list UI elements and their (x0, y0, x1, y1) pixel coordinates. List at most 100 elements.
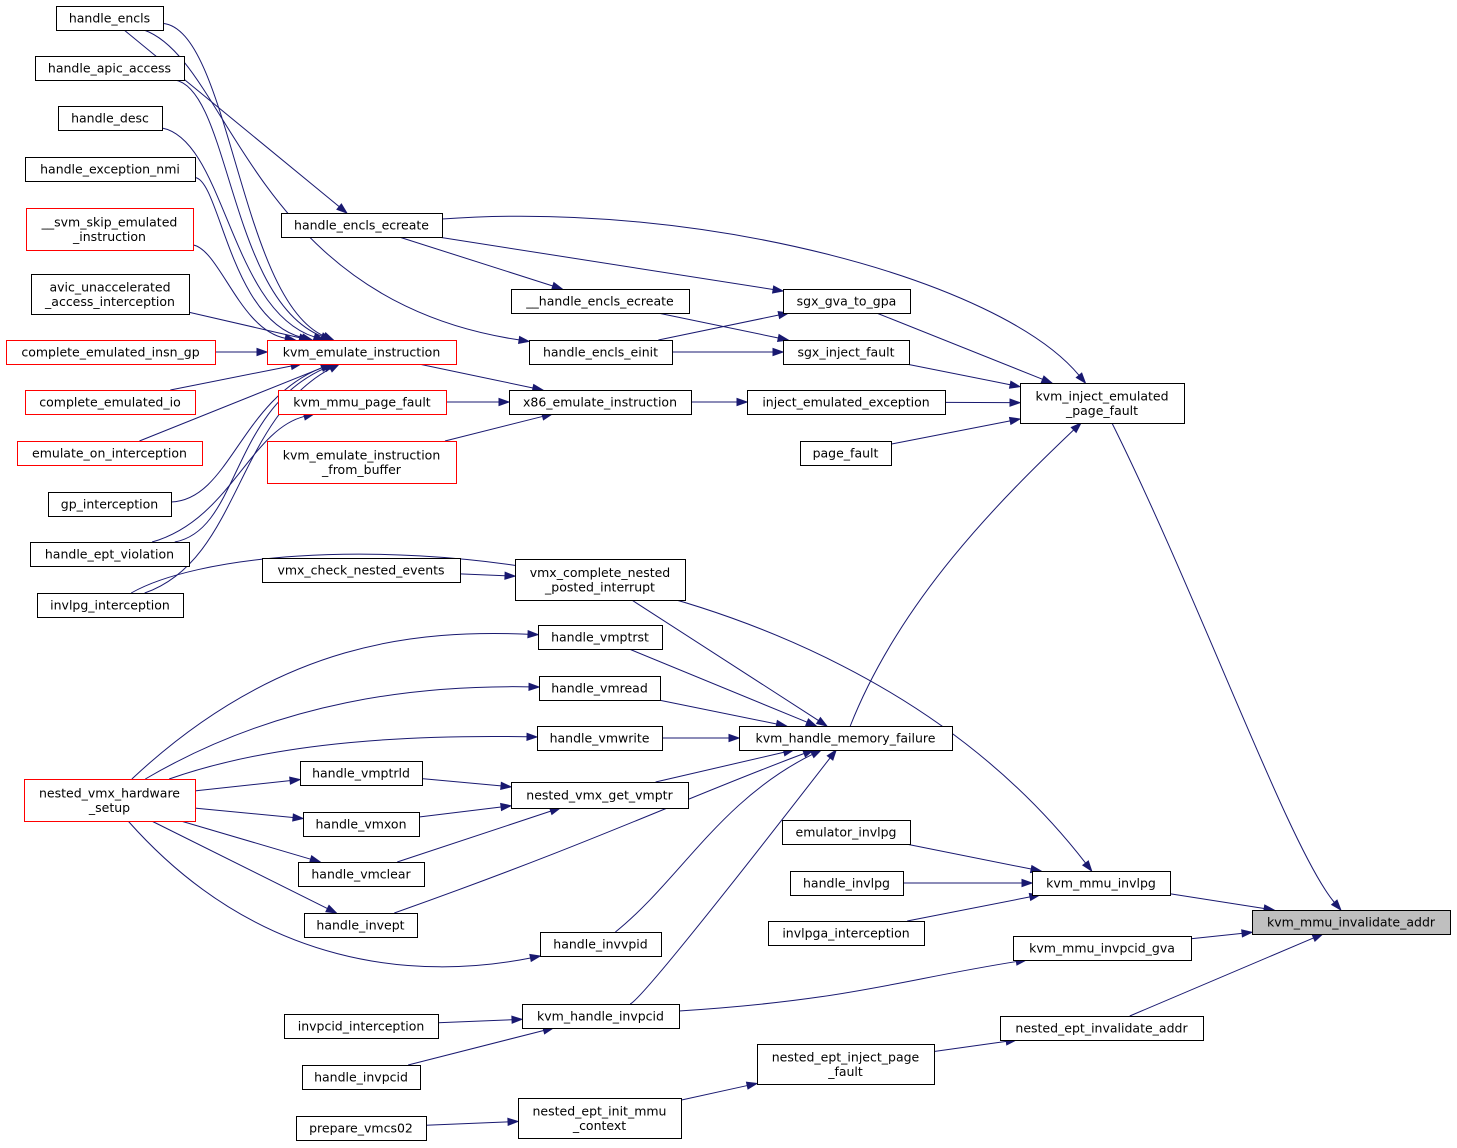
node-nested-vmx-hardware-setup[interactable]: nested_vmx_hardware_setup (24, 779, 196, 822)
node-handle-invlpg[interactable]: handle_invlpg (790, 871, 904, 896)
node-gp-interception[interactable]: gp_interception (48, 492, 172, 517)
node-box[interactable] (540, 932, 662, 957)
node-box[interactable] (6, 340, 216, 365)
node-kvm-mmu-invalidate-addr[interactable]: kvm_mmu_invalidate_addr (1252, 910, 1451, 935)
node-box[interactable] (538, 625, 663, 650)
node-box[interactable] (529, 340, 673, 365)
node-sgx-inject-fault[interactable]: sgx_inject_fault (783, 340, 910, 365)
node-handle-exception-nmi[interactable]: handle_exception_nmi (25, 157, 196, 182)
node-box[interactable] (24, 779, 196, 822)
node-box[interactable] (768, 921, 925, 946)
node-emulator-invlpg[interactable]: emulator_invlpg (782, 820, 911, 845)
node-nested-ept-invalidate-addr[interactable]: nested_ept_invalidate_addr (1000, 1016, 1204, 1041)
node-invlpga-interception[interactable]: invlpga_interception (768, 921, 925, 946)
node-handle-vmwrite[interactable]: handle_vmwrite (537, 726, 663, 751)
node-box[interactable] (782, 820, 911, 845)
node-box[interactable] (56, 6, 164, 31)
node-box[interactable] (37, 593, 184, 618)
node-box[interactable] (1020, 383, 1185, 424)
node-box[interactable] (1000, 1016, 1204, 1041)
node-kvm-mmu-page-fault[interactable]: kvm_mmu_page_fault (278, 390, 447, 415)
node-kvm-handle-memory-failure[interactable]: kvm_handle_memory_failure (739, 726, 953, 751)
node-box[interactable] (278, 390, 447, 415)
node---handle-encls-ecreate[interactable]: __handle_encls_ecreate (511, 289, 690, 314)
node-box[interactable] (783, 289, 911, 314)
node-box[interactable] (518, 1098, 682, 1139)
node-handle-vmptrst[interactable]: handle_vmptrst (538, 625, 663, 650)
node-kvm-mmu-invpcid-gva[interactable]: kvm_mmu_invpcid_gva (1013, 936, 1192, 961)
node-box[interactable] (515, 559, 686, 601)
node-handle-encls[interactable]: handle_encls (56, 6, 164, 31)
node-kvm-inject-emulated-page-fault[interactable]: kvm_inject_emulated_page_fault (1020, 383, 1185, 424)
node-kvm-mmu-invlpg[interactable]: kvm_mmu_invlpg (1032, 871, 1171, 896)
node-box[interactable] (790, 871, 904, 896)
node-box[interactable] (26, 208, 194, 251)
node-handle-vmptrld[interactable]: handle_vmptrld (300, 761, 423, 786)
node-box[interactable] (1013, 936, 1192, 961)
node-box[interactable] (281, 213, 443, 238)
node-kvm-handle-invpcid[interactable]: kvm_handle_invpcid (522, 1004, 680, 1029)
node-handle-invept[interactable]: handle_invept (304, 913, 418, 938)
node-handle-vmread[interactable]: handle_vmread (539, 676, 661, 701)
node-box[interactable] (800, 441, 892, 466)
node-inject-emulated-exception[interactable]: inject_emulated_exception (747, 390, 946, 415)
node-box[interactable] (296, 1116, 427, 1141)
node-avic-unacc[interactable]: avic_unaccelerated_access_interception (31, 274, 190, 315)
node-box[interactable] (509, 390, 692, 415)
node-box[interactable] (511, 782, 689, 809)
node-box[interactable] (267, 340, 457, 365)
node-nested-ept-inject-page-fault[interactable]: nested_ept_inject_page_fault (757, 1044, 935, 1085)
node-box[interactable] (537, 726, 663, 751)
node-box[interactable] (25, 157, 196, 182)
node-box[interactable] (30, 542, 190, 567)
node-prepare-vmcs02[interactable]: prepare_vmcs02 (296, 1116, 427, 1141)
node-handle-encls-einit[interactable]: handle_encls_einit (529, 340, 673, 365)
node-box[interactable] (267, 441, 457, 484)
node-box[interactable] (58, 106, 163, 131)
node-handle-ept-violation[interactable]: handle_ept_violation (30, 542, 190, 567)
node-kvm-emulate-instruction-from-buffer[interactable]: kvm_emulate_instruction_from_buffer (267, 441, 457, 484)
node-sgx-gva-to-gpa[interactable]: sgx_gva_to_gpa (783, 289, 911, 314)
node-handle-apic-access[interactable]: handle_apic_access (35, 56, 185, 81)
node-invlpg-interception[interactable]: invlpg_interception (37, 593, 184, 618)
node-box[interactable] (522, 1004, 680, 1029)
node-complete-emulated-insn-gp[interactable]: complete_emulated_insn_gp (6, 340, 216, 365)
node-box[interactable] (783, 340, 910, 365)
node-handle-encls-ecreate[interactable]: handle_encls_ecreate (281, 213, 443, 238)
node-box[interactable] (48, 492, 172, 517)
node-box[interactable] (300, 761, 423, 786)
node-page-fault[interactable]: page_fault (800, 441, 892, 466)
node-nested-vmx-get-vmptr[interactable]: nested_vmx_get_vmptr (511, 782, 689, 809)
node-x86-emulate-instruction[interactable]: x86_emulate_instruction (509, 390, 692, 415)
node-emulate-on-interception[interactable]: emulate_on_interception (17, 441, 203, 466)
node-box[interactable] (511, 289, 690, 314)
node-box[interactable] (284, 1014, 439, 1039)
node-nested-ept-init-mmu-context[interactable]: nested_ept_init_mmu_context (518, 1098, 682, 1139)
node-handle-vmclear[interactable]: handle_vmclear (298, 862, 425, 887)
node-box[interactable] (739, 726, 953, 751)
node-box[interactable] (35, 56, 185, 81)
node-box[interactable] (1032, 871, 1171, 896)
node-handle-vmxon[interactable]: handle_vmxon (303, 812, 420, 837)
node-vmx-complete-nested-posted-interrupt[interactable]: vmx_complete_nested_posted_interrupt (515, 559, 686, 601)
node-vmx-check-nested-events[interactable]: vmx_check_nested_events (262, 558, 461, 583)
node-complete-emulated-io[interactable]: complete_emulated_io (25, 390, 196, 415)
node-box[interactable] (31, 274, 190, 315)
node-handle-desc[interactable]: handle_desc (58, 106, 163, 131)
node-handle-invpcid[interactable]: handle_invpcid (302, 1065, 421, 1090)
node-box[interactable] (302, 1065, 421, 1090)
node-box[interactable] (539, 676, 661, 701)
node-svm-skip[interactable]: __svm_skip_emulated_instruction (26, 208, 194, 251)
node-box[interactable] (298, 862, 425, 887)
node-kvm-emulate-instruction[interactable]: kvm_emulate_instruction (267, 340, 457, 365)
node-invpcid-interception[interactable]: invpcid_interception (284, 1014, 439, 1039)
node-box[interactable] (304, 913, 418, 938)
node-box[interactable] (1252, 910, 1451, 935)
node-box[interactable] (303, 812, 420, 837)
node-box[interactable] (17, 441, 203, 466)
node-box[interactable] (757, 1044, 935, 1085)
node-box[interactable] (747, 390, 946, 415)
node-box[interactable] (25, 390, 196, 415)
node-box[interactable] (262, 558, 461, 583)
node-handle-invvpid[interactable]: handle_invvpid (540, 932, 662, 957)
